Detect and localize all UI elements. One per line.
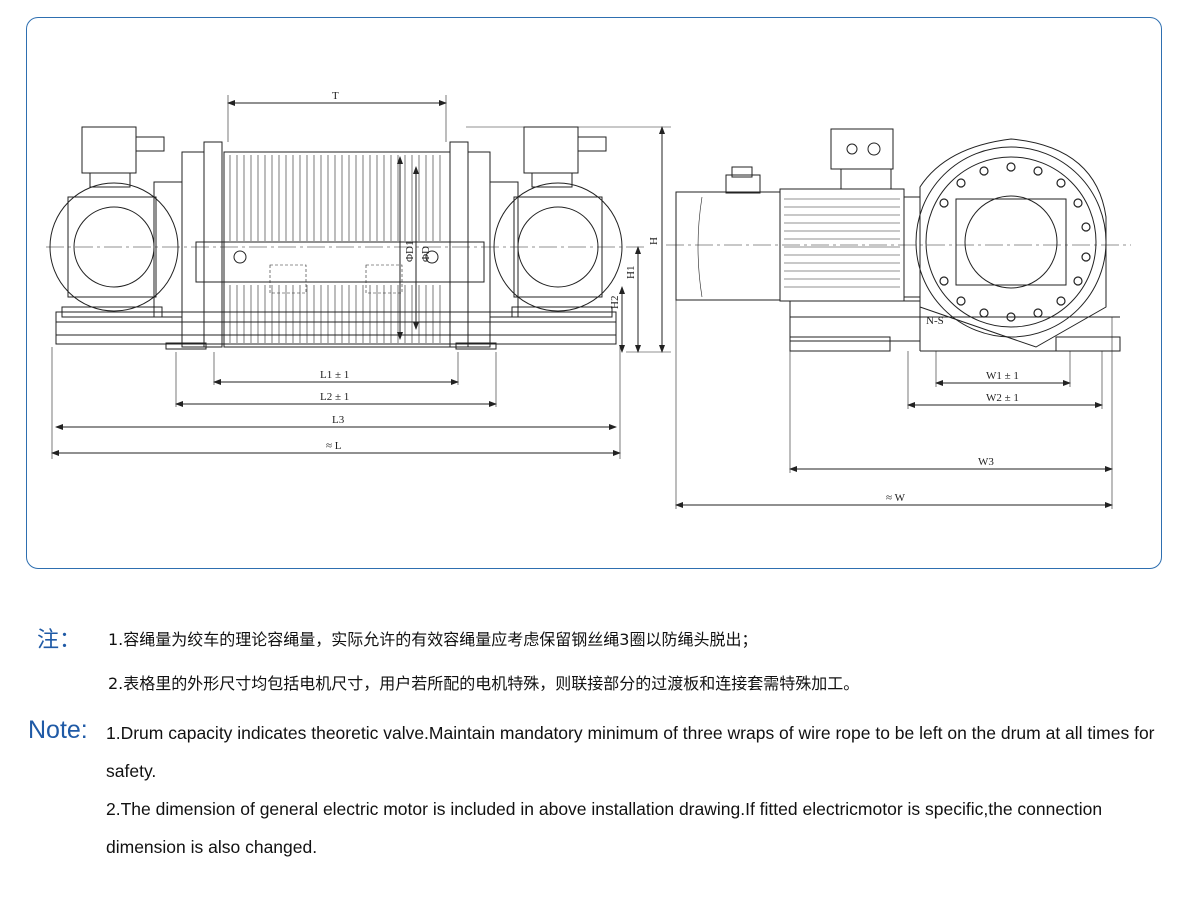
note-cn-2: 2.表格里的外形尺寸均包括电机尺寸，用户若所配的电机特殊，则联接部分的过渡板和连… [108,674,860,693]
winch-installation-drawing: ΦD1 ΦD T H H1 H2 L1 ± 1 L2 ± 1 L3 ≈ L [46,90,1131,509]
label-l3: L3 [332,414,345,426]
rope-wraps-lower [229,285,441,343]
label-w: ≈ W [886,492,906,504]
note-label-cn: 注： [37,627,82,652]
label-d: ΦD [420,246,432,262]
side-view: N-S [666,128,1131,352]
label-t: T [332,90,339,102]
dimension-heights: H H1 H2 [466,126,671,353]
label-ns: N-S [926,315,944,327]
label-w1: W1 ± 1 [986,370,1019,382]
flange-bolts [939,162,1091,322]
dimension-lengths: L1 ± 1 L2 ± 1 L3 ≈ L [51,347,621,459]
label-l: ≈ L [326,440,342,452]
label-l1: L1 ± 1 [320,369,349,381]
rope-wraps-upper [229,155,441,241]
note-label-en: Note: [28,716,88,744]
note-en-1: 1.Drum capacity indicates theoretic valv… [106,723,1155,781]
label-h: H [648,237,660,245]
label-d1: ΦD1 [404,241,416,262]
label-l2: L2 ± 1 [320,391,349,403]
label-w3: W3 [978,456,994,468]
dimension-widths: W1 ± 1 W2 ± 1 W3 ≈ W [675,300,1113,509]
motor-fins [784,198,900,288]
label-h2: H2 [609,296,621,309]
note-cn-1: 1.容绳量为绞车的理论容绳量，实际允许的有效容绳量应考虑保留钢丝绳3圈以防绳头脱… [108,630,758,649]
label-h1: H1 [625,266,637,279]
front-view: ΦD1 ΦD [46,126,646,350]
note-en-2: 2.The dimension of general electric moto… [106,799,1103,857]
drawing-frame [26,17,1162,569]
label-w2: W2 ± 1 [986,392,1019,404]
dimension-t: T [227,90,447,142]
